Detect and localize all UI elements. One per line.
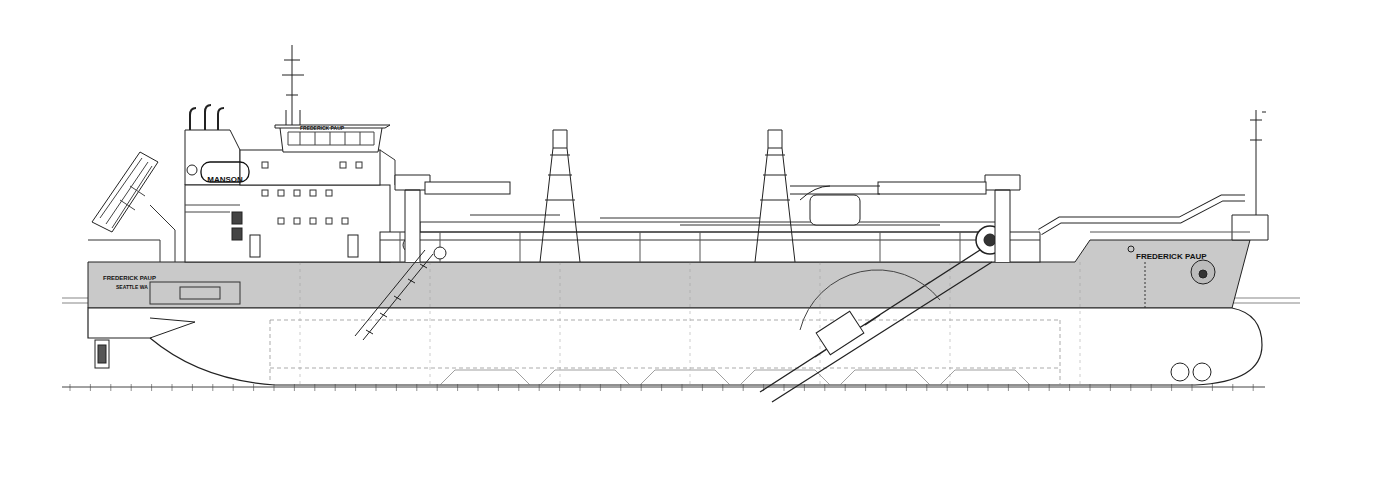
- propeller: [98, 345, 106, 363]
- hopper-outline: [270, 320, 1060, 385]
- deck-structure: [380, 232, 1040, 262]
- frame-lines: [1145, 262, 1146, 308]
- bridge-nameboard-holder: FREDERICK PAUP: [300, 116, 344, 134]
- drag-arm-joint: [816, 311, 864, 355]
- gantry: [540, 130, 580, 262]
- door: [250, 235, 260, 257]
- baseline: [62, 387, 1265, 388]
- pump-housing: [984, 234, 996, 246]
- bow-mast: [1250, 110, 1266, 215]
- bow-pipe: [1040, 198, 1245, 232]
- door: [232, 212, 242, 224]
- portholes: [262, 162, 362, 224]
- anchor-pocket: [1191, 260, 1215, 284]
- skeg: [150, 318, 195, 338]
- mast: [282, 45, 304, 125]
- hull-name-holder: FREDERICK PAUP: [103, 266, 156, 284]
- anchor: [1199, 270, 1207, 278]
- drag-arm: [760, 250, 992, 402]
- door: [232, 228, 242, 240]
- crane-boom: [425, 182, 510, 194]
- bow-platform: [1232, 215, 1268, 240]
- bow-railing: [1090, 232, 1250, 233]
- stern-davit: [100, 158, 152, 228]
- logo-symbol: [1128, 246, 1134, 252]
- hull-lower: [88, 308, 1262, 385]
- stern-davit: [92, 152, 158, 232]
- wheelhouse-windows: [288, 132, 374, 145]
- deck-frames: [400, 232, 960, 262]
- bow-name-holder: FREDERICK PAUP: [1136, 245, 1207, 263]
- frame-ticks: [70, 384, 1253, 391]
- deckhouse: [185, 185, 390, 262]
- bridge-nameboard: FREDERICK PAUP: [300, 125, 344, 131]
- company-logo-holder: MANSON: [207, 168, 243, 186]
- drag-arm-swing: [800, 270, 940, 330]
- suction-pipes: [380, 215, 1040, 240]
- deckhouse: [240, 150, 380, 185]
- bridge-wing: [380, 150, 395, 185]
- stern-frame: [88, 205, 175, 262]
- pipe-bend: [810, 195, 860, 225]
- railing: [185, 205, 240, 212]
- tank-outline: [150, 282, 240, 304]
- door: [348, 235, 358, 257]
- gantry: [755, 130, 795, 262]
- crane: [985, 175, 1020, 262]
- bow-name: FREDERICK PAUP: [1136, 252, 1207, 261]
- ladder-rungs: [366, 264, 427, 334]
- wheelhouse: [275, 125, 390, 152]
- crane-boom: [878, 182, 986, 194]
- company-logo: MANSON: [207, 175, 243, 184]
- winch: [434, 247, 446, 259]
- rudder: [95, 340, 109, 368]
- hull-name: FREDERICK PAUP: [103, 275, 156, 281]
- hopper-doors: [440, 370, 1030, 385]
- home-port-holder: SEATTLE WA: [116, 275, 148, 293]
- bow-pipe: [1040, 198, 1245, 232]
- bow-thruster: [1171, 363, 1189, 381]
- lifebuoy: [187, 165, 197, 175]
- tank-outline: [180, 287, 220, 299]
- bow-thruster: [1193, 363, 1211, 381]
- accommodation-ladder: [355, 250, 433, 340]
- home-port: SEATTLE WA: [116, 284, 148, 290]
- wheelhouse-windows: [300, 132, 360, 145]
- exhaust-pipes: [190, 105, 224, 130]
